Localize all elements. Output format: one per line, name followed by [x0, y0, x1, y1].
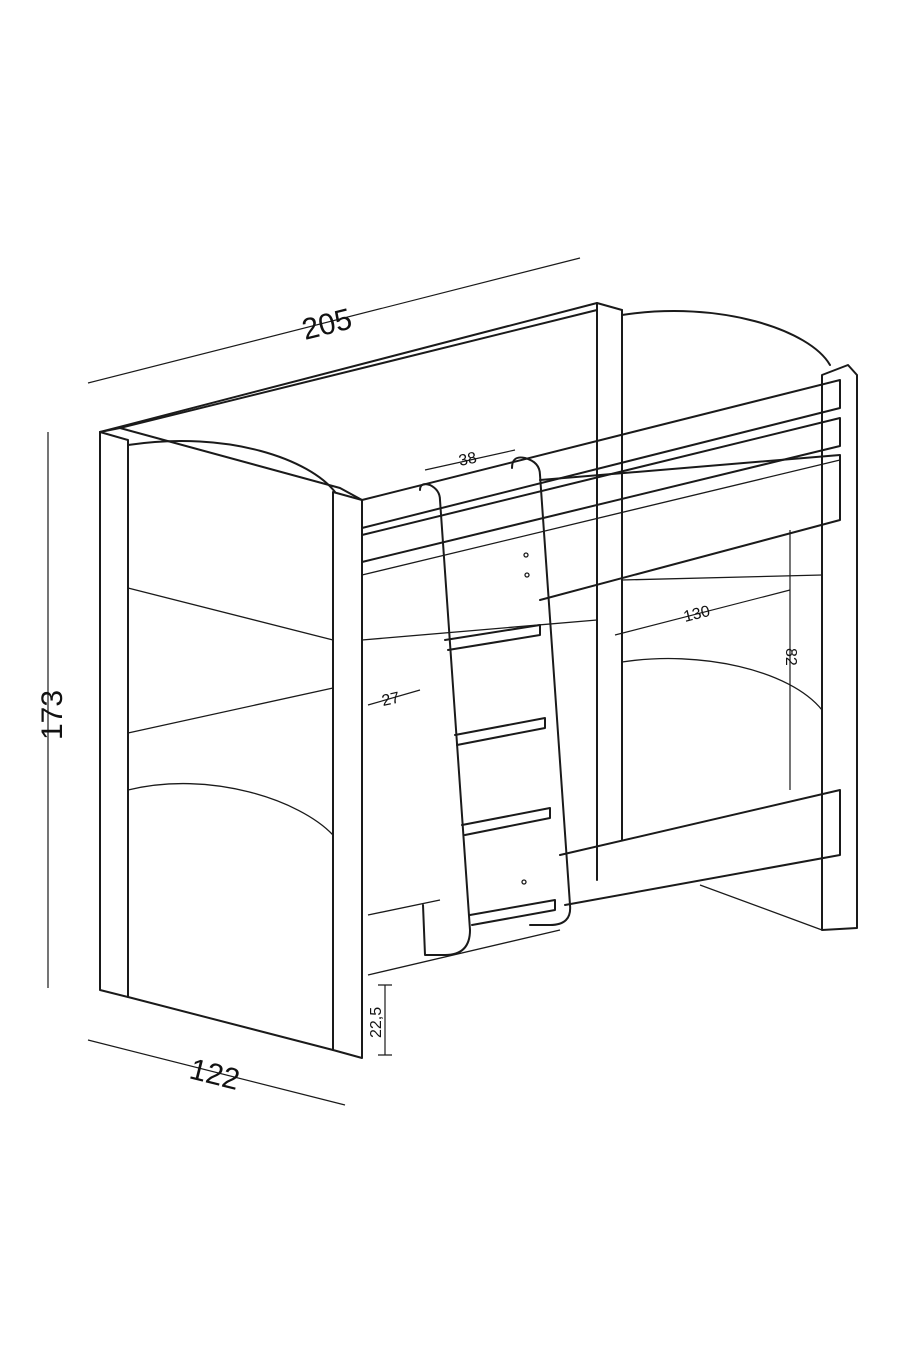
- dimension-height: 173: [36, 432, 69, 988]
- dimension-bunk-clearance-label: 82: [782, 648, 799, 666]
- dimension-bunk-clearance: 82: [782, 530, 799, 790]
- ladder: [419, 456, 572, 956]
- dimension-floor-clearance-label: 22,5: [368, 1007, 385, 1038]
- dimension-guard-height-label: 27: [380, 690, 401, 710]
- dimension-width: 122: [87, 1039, 346, 1106]
- dimension-ladder-width: 38: [424, 449, 516, 471]
- dimension-length-label: 205: [299, 303, 356, 347]
- dimension-width-label: 122: [186, 1053, 243, 1097]
- left-end-panel: [99, 427, 363, 1059]
- dimension-floor-clearance: 22,5: [368, 984, 392, 1056]
- dimension-ladder-width-label: 38: [457, 450, 478, 470]
- dimension-inner-length-label: 130: [682, 603, 712, 626]
- right-end-panel: [596, 302, 858, 931]
- guard-rails: [361, 379, 841, 976]
- dimension-inner-length: 130: [614, 589, 791, 636]
- dimension-height-label: 173: [36, 690, 69, 740]
- dimension-length: 205: [87, 257, 581, 384]
- back-top-rail: [99, 302, 623, 433]
- dimension-guard-height: 27: [367, 689, 421, 710]
